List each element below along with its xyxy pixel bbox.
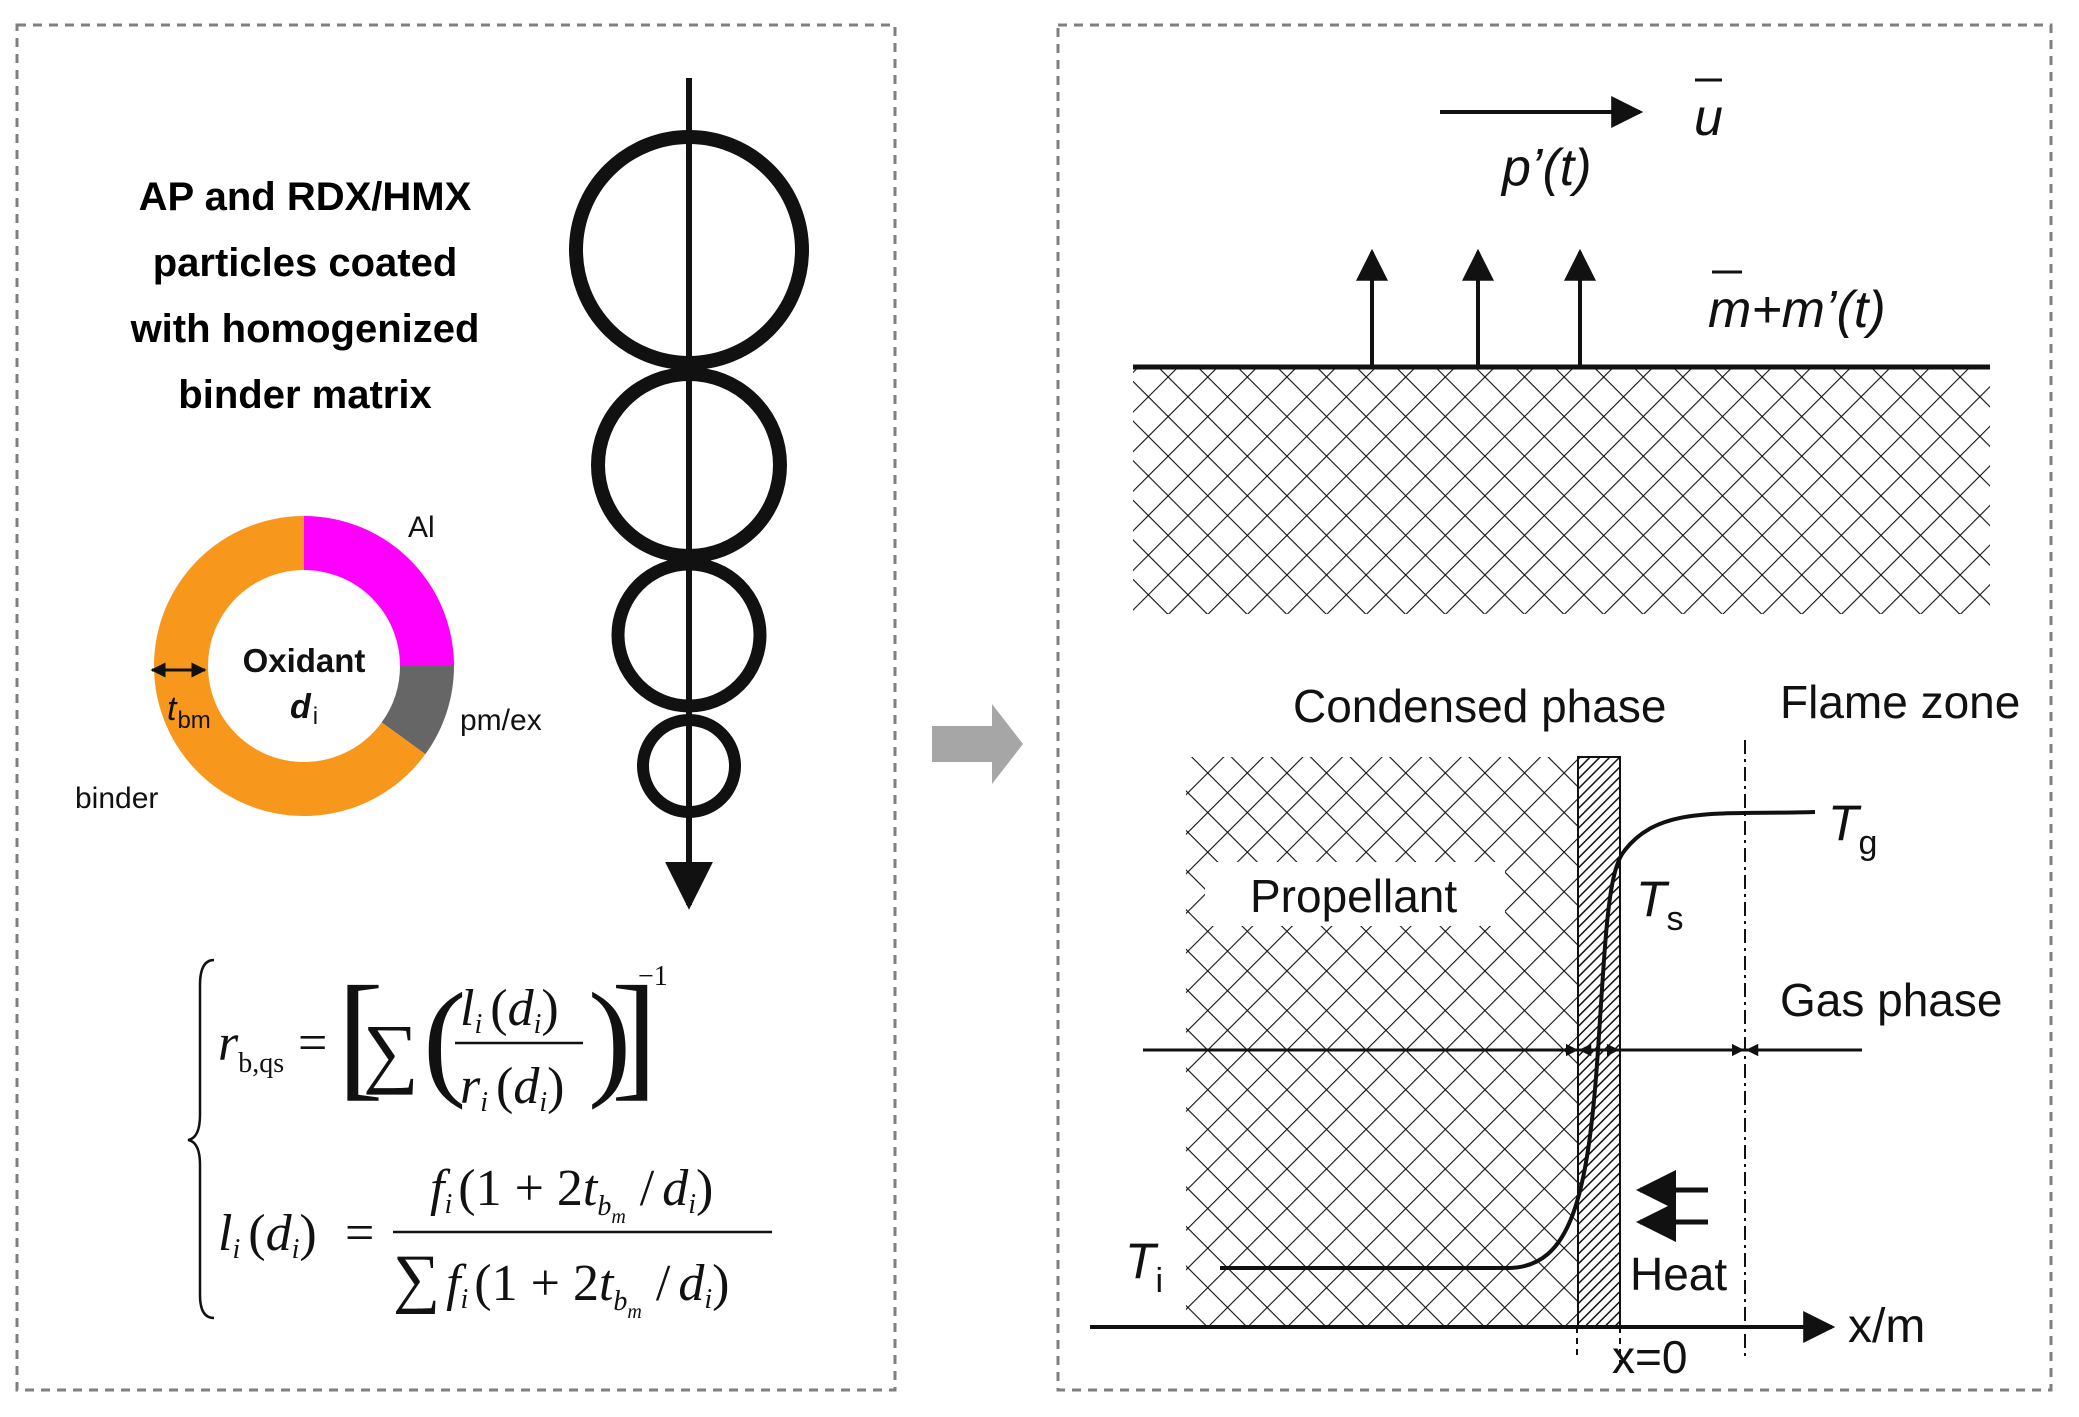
pressure-perturbation-label: p’(t)	[1500, 139, 1592, 197]
oxidant-label: Oxidant	[243, 642, 366, 679]
right-panel-frame	[1056, 23, 2053, 1392]
eq1-right-paren: )	[588, 967, 631, 1111]
x-axis-label: x/m	[1848, 1300, 1925, 1353]
eq2-numerator: fi(1 + 2tbm/di)	[430, 1160, 713, 1228]
transition-arrow-icon	[932, 704, 1023, 784]
propellant-label: Propellant	[1250, 870, 1457, 922]
oxidant-diameter-symbol: di	[290, 688, 318, 730]
heading-line-3: with homogenized	[130, 307, 480, 351]
heading-line-1: AP and RDX/HMX	[139, 175, 472, 219]
flame-zone-label: Flame zone	[1780, 676, 2020, 728]
ti-label: Ti	[1125, 1233, 1163, 1300]
eq2-equals: =	[345, 1205, 374, 1262]
ts-label: Ts	[1636, 871, 1684, 938]
particle-ring-chart	[153, 516, 454, 817]
propellant-label-backdrop	[1205, 862, 1505, 926]
eq1-denominator: ri(di)	[460, 1058, 564, 1118]
eq1-equals: =	[298, 1015, 327, 1072]
lower-propellant-block	[1186, 757, 1578, 1327]
particle-circle-4	[637, 714, 741, 818]
upper-propellant-block	[1133, 369, 1990, 614]
particle-circle-2	[591, 367, 787, 563]
ring-segment-binder	[153, 516, 426, 817]
eq1-numerator: li(di)	[460, 980, 559, 1040]
equation-system-brace	[187, 958, 215, 1320]
particle-circle-1	[569, 130, 809, 370]
eq1-exponent: −1	[638, 961, 668, 992]
binder-thickness-symbol: tbm	[167, 690, 211, 734]
heat-label: Heat	[1630, 1248, 1727, 1300]
eq2-lhs: li(di)	[218, 1205, 317, 1265]
eq1-left-bracket: [	[337, 958, 384, 1113]
eq2-denominator: ∑fi(1 + 2tbm/di)	[393, 1242, 729, 1323]
left-panel-frame	[15, 23, 897, 1392]
eq1-right-bracket: ]	[611, 958, 658, 1113]
x-zero-label: x=0	[1612, 1331, 1687, 1383]
particle-circle-3	[611, 557, 767, 713]
ring-segment-al	[304, 516, 454, 666]
heading-line-4: binder matrix	[178, 373, 431, 417]
tg-label: Tg	[1828, 795, 1877, 862]
eq1-left-paren: (	[423, 967, 466, 1111]
heading-line-2: particles coated	[153, 241, 458, 285]
mean-velocity-symbol: u	[1694, 89, 1723, 147]
binder-label: binder	[75, 782, 158, 815]
burn-rate-equations: rb,qs = [ ∑ ( li(di) ri(di) ) ] −1 li(di…	[187, 958, 772, 1323]
al-label: Al	[408, 511, 435, 544]
eq1-lhs: rb,qs	[218, 1015, 284, 1079]
mass-flux-label: m+m’(t)	[1708, 281, 1886, 339]
ring-segment-pm-ex	[381, 666, 454, 755]
condensed-phase-label: Condensed phase	[1293, 680, 1666, 732]
gas-phase-label: Gas phase	[1780, 974, 2002, 1026]
temperature-profile-curve	[1220, 810, 1816, 1270]
eq1-sum: ∑	[363, 1008, 419, 1095]
pm-ex-label: pm/ex	[460, 704, 542, 737]
